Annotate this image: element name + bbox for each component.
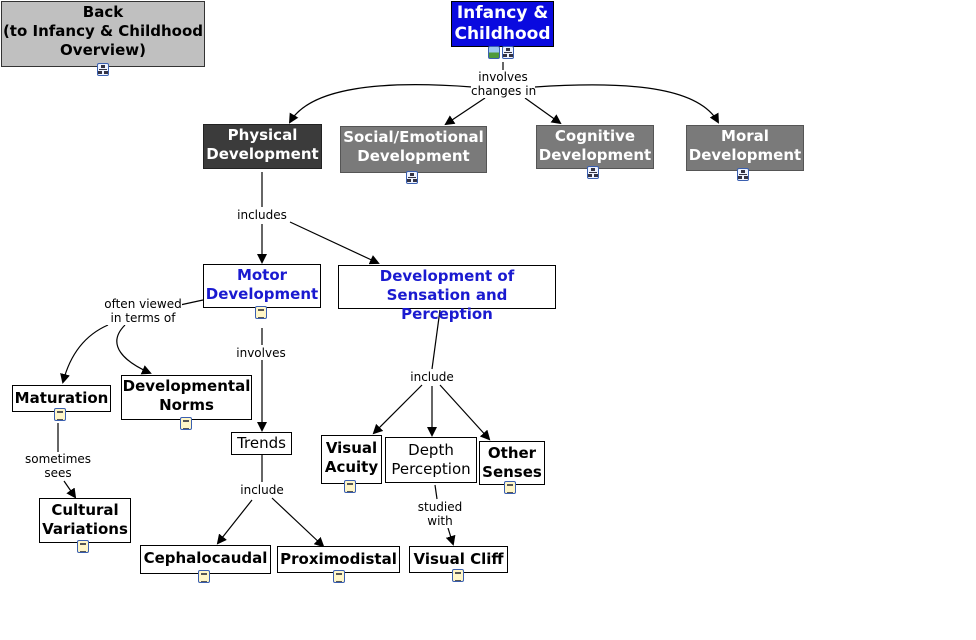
link-label-line1: involves [478,70,528,84]
motor-line2: Development [205,285,319,303]
cephalocaudal-node[interactable]: Cephalocaudal [140,545,271,574]
cognitive-line2: Development [538,146,652,164]
link-involves-changes-in: involves changes in [471,70,537,98]
edge-include-to-proximo [271,497,325,548]
link-studied-with: studied with [412,500,468,528]
depth-perception-node[interactable]: Depth Perception [385,437,477,483]
edge-often-to-maturation [60,324,109,384]
acuity-line2: Acuity [324,458,379,476]
edge-to-social [444,97,486,126]
sensation-line1: Development of [379,267,515,285]
acuity-line1: Visual [325,439,378,457]
concept-map-link-icon[interactable] [97,63,109,76]
edge-include-to-acuity [372,384,423,435]
developmental-norms-node[interactable]: Developmental Norms [121,375,252,420]
link-includes: includes [234,208,290,222]
motor-line1: Motor [236,266,288,284]
link-label-line2: with [427,514,453,528]
social-line2: Development [357,147,470,165]
back-node-line2: (to Infancy & Childhood [2,22,204,40]
sensation-perception-node[interactable]: Development of Sensation and Perception [338,265,556,323]
edge-include-to-senses [439,384,491,441]
norms-line1: Developmental [122,377,251,395]
edge-motor-to-often [179,299,204,306]
document-icon[interactable] [344,480,356,493]
infancy-childhood-node[interactable]: Infancy & Childhood [451,1,554,47]
link-label-line2: in terms of [110,311,176,325]
edge-studied-to-cliff [445,527,456,546]
concept-map-link-icon[interactable] [587,166,599,179]
document-icon[interactable] [77,540,89,553]
trends-label: Trends [237,434,286,452]
proximodistal-node[interactable]: Proximodistal [277,546,400,573]
edge-depth-to-studied [434,484,438,500]
root-node-line2: Childhood [454,24,551,44]
edge-sometimes-to-cultural [63,480,77,499]
edge-often-to-norms [116,324,152,375]
document-icon[interactable] [333,570,345,583]
maturation-node[interactable]: Maturation [12,385,111,412]
concept-map-link-icon[interactable] [502,46,514,59]
moral-line1: Moral [721,127,769,145]
proximo-label: Proximodistal [280,550,397,568]
moral-line2: Development [688,146,802,164]
link-label-line1: studied [417,500,463,514]
document-icon[interactable] [452,569,464,582]
link-label-line2: changes in [471,84,537,98]
link-include-sensation: include [404,370,460,384]
sensation-line2: Sensation and Perception [386,286,508,323]
root-node-line1: Infancy & [456,3,549,23]
document-icon[interactable] [180,417,192,430]
edge-to-cognitive [524,97,562,125]
edge-includes-to-sensation [289,221,380,265]
back-node-line1: Back [82,3,124,21]
cognitive-development-node[interactable]: Cognitive Development [536,125,654,169]
link-label-line2: sees [44,466,72,480]
cliff-label: Visual Cliff [413,550,504,568]
back-node-line3: Overview) [60,41,146,59]
link-often-viewed: often viewed in terms of [104,297,182,325]
cognitive-line1: Cognitive [554,127,636,145]
document-icon[interactable] [504,481,516,494]
cultural-variations-node[interactable]: Cultural Variations [39,498,131,543]
visual-cliff-node[interactable]: Visual Cliff [409,546,508,573]
edge-include-to-cephalo [216,499,253,545]
cultural-line1: Cultural [51,501,119,519]
cephalo-label: Cephalocaudal [143,549,268,567]
back-to-overview-node[interactable]: Back (to Infancy & Childhood Overview) [1,1,205,67]
edge-to-moral [534,84,719,124]
maturation-label: Maturation [14,389,109,407]
moral-development-node[interactable]: Moral Development [686,125,804,171]
cultural-line2: Variations [42,520,128,538]
trends-node[interactable]: Trends [231,432,292,455]
document-icon[interactable] [54,408,66,421]
physical-development-node[interactable]: Physical Development [203,124,322,169]
norms-line2: Norms [159,396,214,414]
visual-acuity-node[interactable]: Visual Acuity [321,435,382,484]
concept-map-link-icon[interactable] [737,168,749,181]
link-label-line1: sometimes [24,452,92,466]
link-involves: involves [233,346,289,360]
document-icon[interactable] [198,570,210,583]
physical-line1: Physical [227,126,298,144]
link-sometimes-sees: sometimes sees [24,452,92,480]
concept-map-link-icon[interactable] [406,171,418,184]
motor-development-node[interactable]: Motor Development [203,264,321,308]
link-include-trends: include [234,483,290,497]
social-emotional-development-node[interactable]: Social/Emotional Development [340,126,487,173]
physical-line2: Development [206,145,319,163]
depth-line1: Depth [408,441,454,459]
depth-line2: Perception [391,460,471,478]
document-icon[interactable] [255,306,267,319]
image-icon[interactable] [488,46,500,59]
link-label-line1: often viewed [104,297,182,311]
other-senses-node[interactable]: Other Senses [479,441,545,485]
social-line1: Social/Emotional [343,128,484,146]
senses-line2: Senses [482,463,542,481]
edge-to-physical [288,84,473,124]
senses-line1: Other [487,444,537,462]
